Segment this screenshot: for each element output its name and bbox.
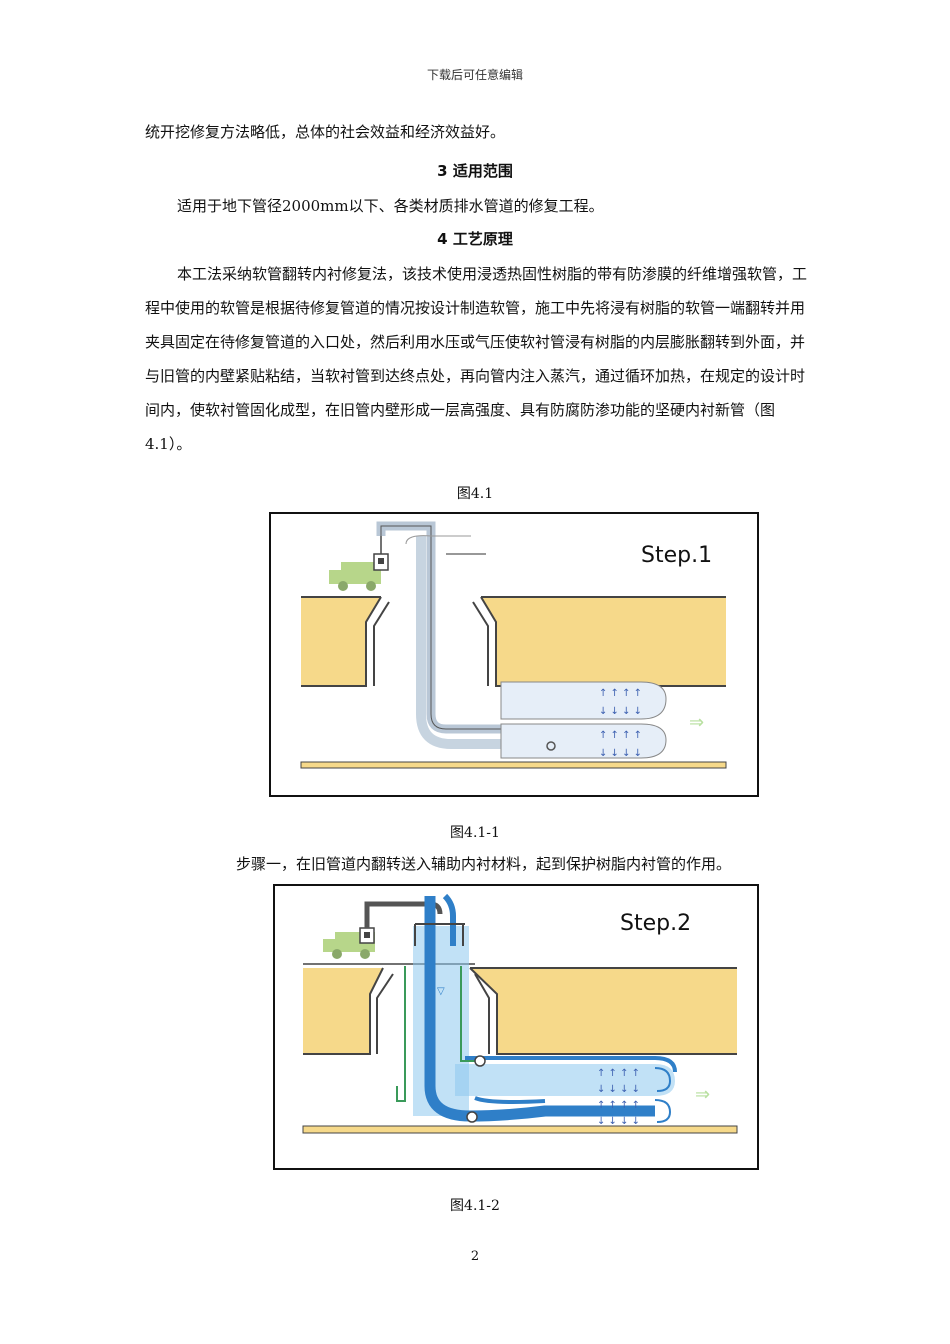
figure-step-2: ▽ ↑ ↑ ↑ ↑ ↓ ↓ ↓ ↓ ↑ ↑ ↑ ↑ ↓ ↓ ↓ ↓ ⇒ Step… <box>273 884 759 1170</box>
figure-step-1: ↑ ↑ ↑ ↑ ↓ ↓ ↓ ↓ ↑ ↑ ↑ ↑ ↓ ↓ ↓ ↓ ⇒ Step.1 <box>269 512 759 797</box>
paragraph-continuation: 统开挖修复方法略低，总体的社会效益和经济效益好。 <box>145 123 506 141</box>
step-2-diagram: ▽ ↑ ↑ ↑ ↑ ↓ ↓ ↓ ↓ ↑ ↑ ↑ ↑ ↓ ↓ ↓ ↓ ⇒ Step… <box>302 893 738 1134</box>
section-heading-principle: 4 工艺原理 <box>437 230 513 248</box>
truck-icon <box>341 562 381 584</box>
soil-left-block <box>303 968 383 1054</box>
step-1-label: Step.1 <box>641 543 712 568</box>
svg-text:↑ ↑ ↑ ↑: ↑ ↑ ↑ ↑ <box>597 1100 640 1111</box>
figure-caption-4-1-2: 图4.1-2 <box>450 1198 500 1214</box>
svg-text:↑ ↑ ↑ ↑: ↑ ↑ ↑ ↑ <box>597 1068 640 1079</box>
soil-left-block <box>301 597 381 686</box>
figure-caption-4-1: 图4.1 <box>456 486 494 502</box>
svg-text:↑ ↑ ↑ ↑: ↑ ↑ ↑ ↑ <box>599 688 642 699</box>
paragraph-principle: 本工法采纳软管翻转内衬修复法，该技术使用浸透热固性树脂的带有防渗膜的纤维增强软管… <box>145 265 808 453</box>
figure-caption-4-1-1: 图4.1-1 <box>450 825 500 841</box>
step-2-label: Step.2 <box>620 911 691 936</box>
soil-right-block <box>481 597 726 686</box>
paragraph-scope: 适用于地下管径2000mm以下、各类材质排水管道的修复工程。 <box>177 197 604 215</box>
section-heading-scope: 3 适用范围 <box>437 162 513 180</box>
page-number: 2 <box>470 1249 480 1264</box>
svg-text:▽: ▽ <box>437 986 445 997</box>
step-1-diagram: ↑ ↑ ↑ ↑ ↓ ↓ ↓ ↓ ↑ ↑ ↑ ↑ ↓ ↓ ↓ ↓ ⇒ Step.1 <box>300 521 727 769</box>
svg-text:↓ ↓ ↓ ↓: ↓ ↓ ↓ ↓ <box>599 706 642 717</box>
svg-text:↓ ↓ ↓ ↓: ↓ ↓ ↓ ↓ <box>597 1084 640 1095</box>
paragraph-step-one: 步骤一，在旧管道内翻转送入辅助内衬材料，起到保护树脂内衬管的作用。 <box>236 855 732 873</box>
direction-arrow-icon: ⇒ <box>695 1084 710 1105</box>
svg-text:↑ ↑ ↑ ↑: ↑ ↑ ↑ ↑ <box>599 730 642 741</box>
svg-text:↓ ↓ ↓ ↓: ↓ ↓ ↓ ↓ <box>599 748 642 759</box>
direction-arrow-icon: ⇒ <box>689 712 704 733</box>
page-header: 下载后可任意编辑 <box>426 68 523 82</box>
svg-text:↓ ↓ ↓ ↓: ↓ ↓ ↓ ↓ <box>597 1116 640 1127</box>
soil-right-block <box>470 968 737 1054</box>
